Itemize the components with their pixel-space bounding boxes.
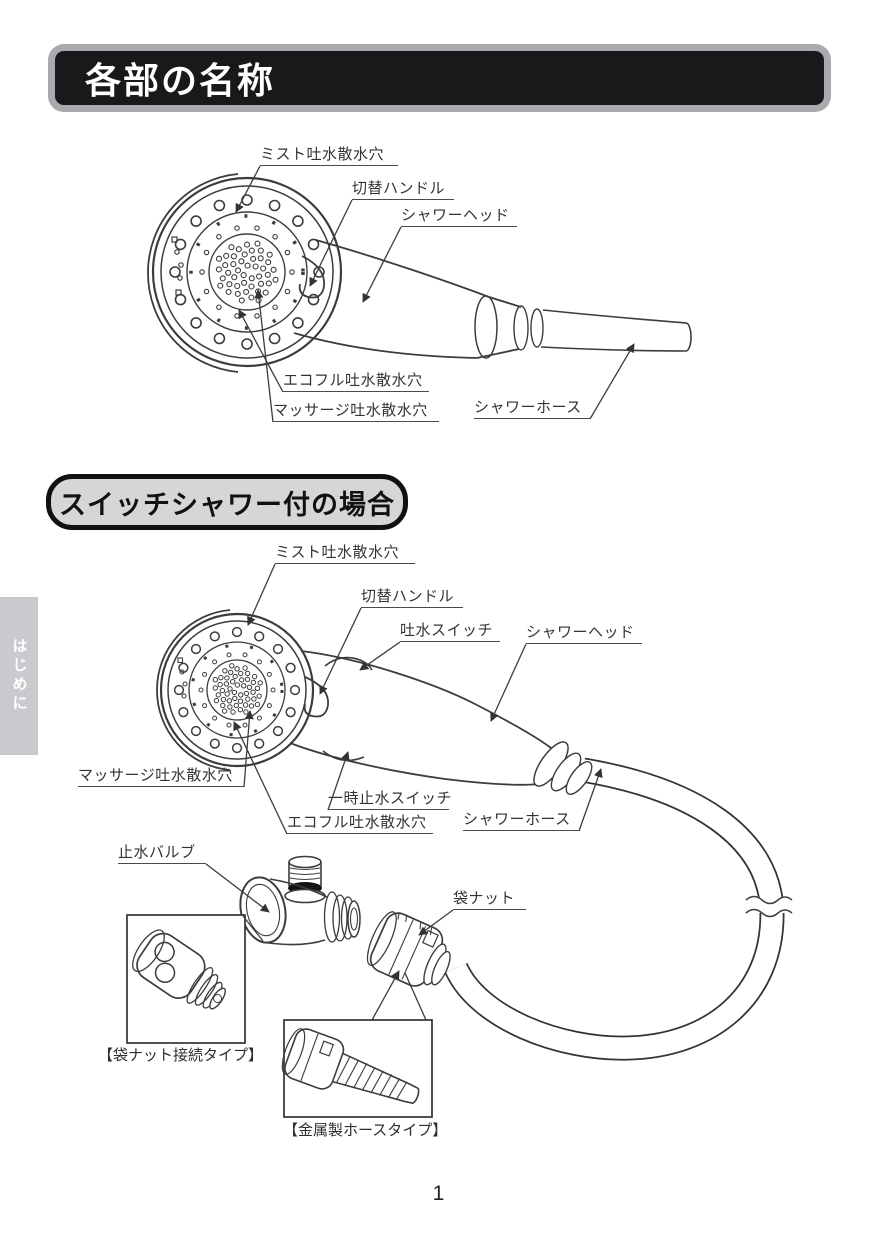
shower-face-2	[156, 609, 329, 771]
handle-2	[289, 650, 593, 795]
logo-marks-1	[171, 236, 184, 296]
label-mist-holes-2: ミスト吐水散水穴	[275, 543, 415, 564]
label-spout-switch: 吐水スイッチ	[400, 621, 500, 642]
caption-metal-hose-type: 【金属製ホースタイプ】	[283, 1122, 448, 1139]
label-pause-switch: 一時止水スイッチ	[328, 789, 452, 810]
page-title: 各部の名称	[85, 60, 276, 101]
ecofull-holes-ring-1	[199, 225, 295, 319]
hose-break-mark	[744, 895, 793, 918]
label-shower-head-2: シャワーヘッド	[526, 623, 642, 644]
label-massage-holes-2: マッサージ吐水散水穴	[78, 766, 244, 787]
caption-nut-connection-type: 【袋ナット接続タイプ】	[98, 1047, 264, 1064]
mist-holes-ring-2	[173, 626, 301, 754]
label-stop-valve: 止水バルブ	[118, 843, 206, 864]
label-shower-hose-2: シャワーホース	[463, 810, 579, 831]
label-ecofull-holes-1: エコフル吐水散水穴	[283, 371, 429, 392]
label-ecofull-holes-2: エコフル吐水散水穴	[287, 813, 433, 834]
label-massage-holes-1: マッサージ吐水散水穴	[273, 401, 439, 422]
page-title-frame: 各部の名称	[48, 44, 831, 112]
cap-nut-drawing	[366, 911, 451, 987]
section-header-switch-shower: スイッチシャワー付の場合	[46, 474, 408, 530]
massage-holes-cluster-2	[212, 663, 263, 715]
nut-type-connector-drawing	[132, 929, 226, 1010]
ecofull-holes-ring-2	[198, 652, 276, 728]
spout-switch-bump	[324, 656, 373, 671]
label-shower-head-1: シャワーヘッド	[401, 206, 517, 227]
hose-2	[444, 757, 793, 1061]
metal-hose-drawing	[281, 1028, 420, 1104]
inset-box-metal-hose-type	[281, 970, 433, 1118]
shower-head-drawing-1	[147, 173, 692, 373]
section-title: スイッチシャワー付の場合	[59, 489, 395, 520]
label-switch-handle-2: 切替ハンドル	[361, 587, 463, 608]
label-cap-nut: 袋ナット	[453, 889, 526, 910]
logo-marks-2	[177, 657, 188, 699]
switch-lever-1	[298, 255, 325, 299]
stop-valve-drawing	[239, 855, 361, 946]
sidebar-tab-hajimeni: はじめに	[0, 597, 38, 755]
shower-head-drawing-2	[126, 609, 793, 1118]
handle-1	[293, 239, 544, 359]
label-shower-hose-1: シャワーホース	[474, 398, 590, 419]
leader-lines	[205, 165, 635, 936]
page-title-bar: 各部の名称	[55, 51, 824, 105]
hose-1	[540, 309, 692, 352]
inset-box-nut-type	[126, 914, 264, 1044]
page-number: 1	[432, 1182, 445, 1205]
label-mist-holes-1: ミスト吐水散水穴	[260, 145, 398, 166]
shower-face-1	[147, 173, 343, 373]
massage-holes-cluster-1	[215, 240, 279, 304]
label-switch-handle-1: 切替ハンドル	[352, 179, 454, 200]
sidebar-tab-label: はじめに	[10, 638, 28, 714]
